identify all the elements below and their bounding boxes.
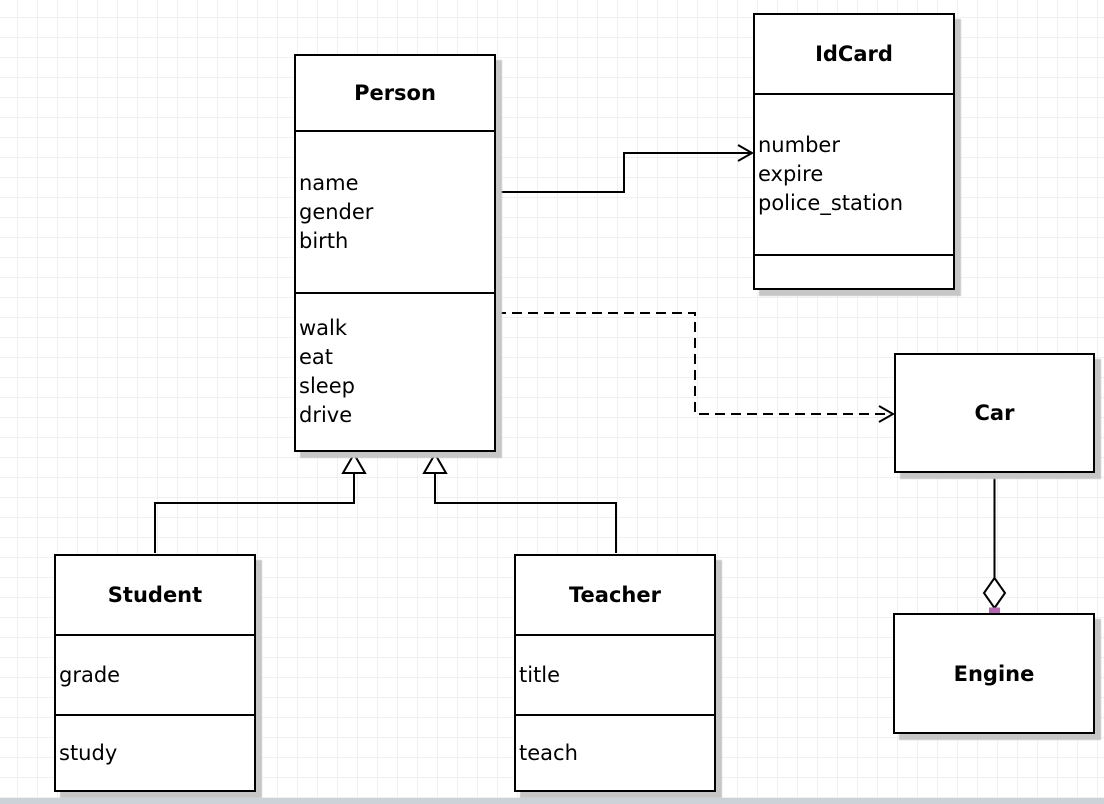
canvas-bottom-edge [0, 798, 1104, 804]
class-car[interactable]: Car [894, 353, 1095, 473]
open-arrowhead-car [878, 405, 896, 423]
method: study [59, 740, 118, 765]
attribute: number [758, 133, 840, 157]
method: sleep [299, 374, 355, 398]
attribute: title [519, 662, 561, 687]
attribute: police_station [758, 191, 904, 215]
class-idcard-title: IdCard [755, 15, 953, 95]
class-teacher[interactable]: Teacher title teach [514, 554, 716, 792]
class-person[interactable]: Person name gender birth walk eat sleep … [294, 54, 496, 452]
class-idcard-attributes: number expire police_station [755, 95, 953, 256]
edge-person-idcard[interactable] [496, 152, 751, 193]
edge-student-person[interactable] [154, 473, 355, 553]
class-person-methods: walk eat sleep drive [296, 294, 494, 450]
hollow-triangle-student [341, 452, 367, 474]
class-student-title: Student [56, 556, 254, 636]
hollow-triangle-teacher [422, 452, 448, 474]
method: teach [519, 740, 578, 765]
class-teacher-title: Teacher [516, 556, 714, 636]
class-student[interactable]: Student grade study [54, 554, 256, 792]
hollow-diamond-engine [982, 576, 1007, 610]
class-teacher-attributes: title [516, 636, 714, 716]
class-person-attributes: name gender birth [296, 132, 494, 294]
class-idcard-methods [755, 256, 953, 288]
attribute: gender [299, 199, 374, 224]
method: drive [299, 403, 353, 427]
method: eat [299, 345, 334, 369]
class-person-title: Person [296, 56, 494, 132]
class-student-methods: study [56, 716, 254, 790]
class-engine[interactable]: Engine [893, 613, 1095, 734]
attribute: grade [59, 662, 121, 687]
class-teacher-methods: teach [516, 716, 714, 790]
class-car-title: Car [974, 401, 1015, 425]
class-student-attributes: grade [56, 636, 254, 716]
method: walk [299, 316, 348, 340]
edge-teacher-person[interactable] [434, 473, 617, 553]
open-arrowhead-idcard [737, 144, 755, 162]
edge-person-car[interactable] [496, 312, 888, 415]
class-idcard[interactable]: IdCard number expire police_station [753, 13, 955, 290]
attribute: birth [299, 228, 349, 253]
class-engine-title: Engine [953, 661, 1035, 686]
attribute: expire [758, 162, 824, 186]
attribute: name [299, 170, 359, 195]
